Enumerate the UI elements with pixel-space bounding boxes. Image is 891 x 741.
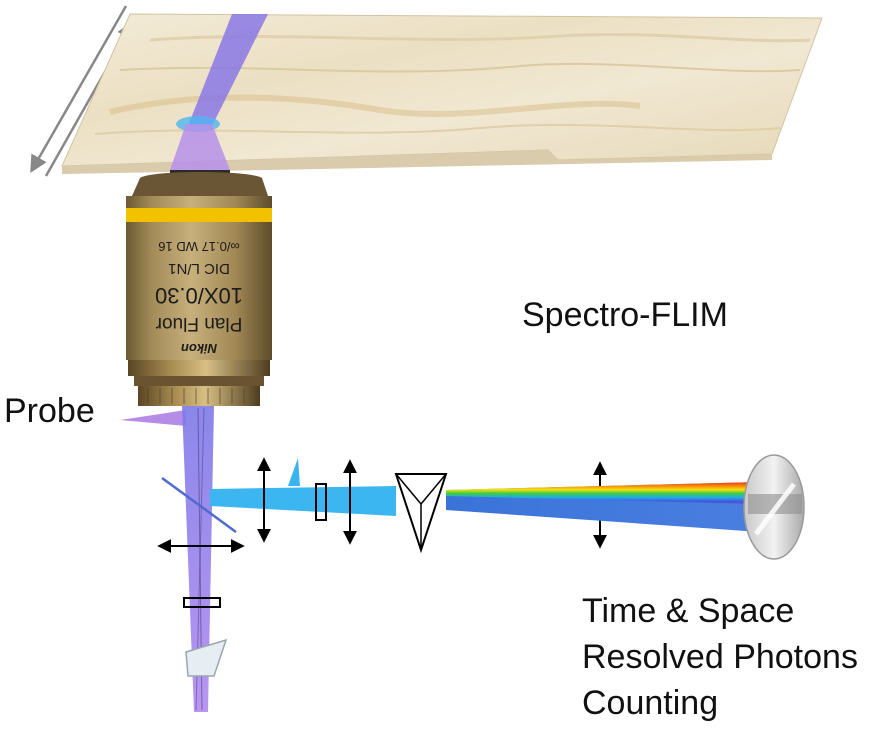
dichroic-mirror xyxy=(161,476,237,534)
caption-line-2: Resolved Photons xyxy=(582,638,858,676)
objective-brand-text: Nikon xyxy=(181,341,217,356)
objective-lens: Nikon Plan Fluor 10X/0.30 DIC L/N1 ∞/0.1… xyxy=(126,170,272,406)
probe-wedge xyxy=(120,410,186,426)
excitation-beam-vertical xyxy=(182,406,214,712)
excitation-beam-top xyxy=(188,14,268,126)
spectrum-rainbow xyxy=(446,482,760,504)
focus-cone xyxy=(170,124,230,170)
objective-type-text: DIC L/N1 xyxy=(168,260,230,277)
objective-yellow-band xyxy=(126,208,272,222)
objective-model-text: Plan Fluor xyxy=(155,313,242,334)
wood-sample xyxy=(61,13,823,174)
stage-motion-arrow xyxy=(30,5,128,174)
emission-beam xyxy=(210,486,396,516)
probe-label: Probe xyxy=(4,392,95,430)
emission-wedge xyxy=(288,458,300,486)
objective-spec-text: ∞/0.17 WD 16 xyxy=(158,239,240,254)
spectro-flim-title: Spectro-FLIM xyxy=(522,296,728,334)
detector xyxy=(743,454,805,560)
bottom-filter xyxy=(185,638,228,677)
excitation-pinhole xyxy=(183,597,221,608)
caption-line-1: Time & Space xyxy=(582,592,795,630)
caption-line-3: Counting xyxy=(582,684,719,722)
emission-pinhole xyxy=(315,483,327,521)
objective-magnification-text: 10X/0.30 xyxy=(155,283,243,308)
detector-caption: Time & Space Resolved Photons Counting xyxy=(582,588,858,726)
